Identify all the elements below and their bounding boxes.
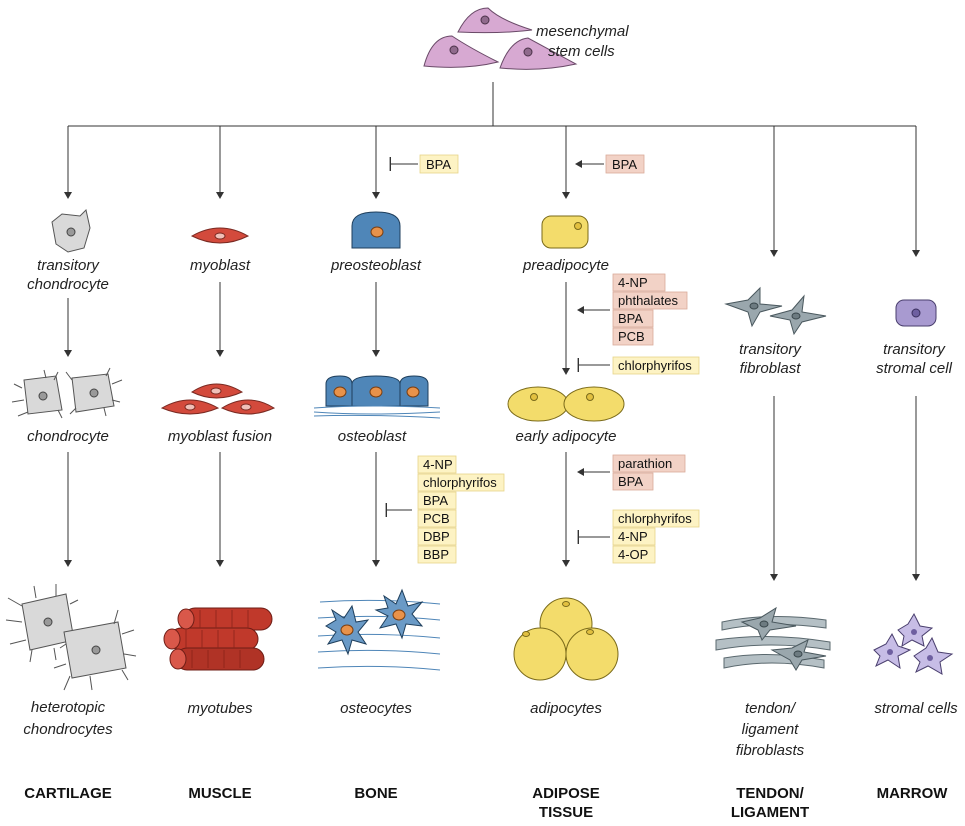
chem-label: 4-NP — [423, 457, 453, 472]
chem-label: chlorphyrifos — [423, 475, 497, 490]
chem-label: BPA — [618, 474, 643, 489]
transitory-fibroblast-label-2: fibroblast — [740, 360, 802, 377]
chem-adipose-mid-inhibit: chlorphyrifos — [612, 356, 700, 375]
myoblast-icon — [190, 227, 250, 244]
transitory-chondrocyte-icon — [51, 209, 91, 253]
chem-label: PCB — [618, 329, 645, 344]
chem-label: parathion — [618, 456, 672, 471]
osteocytes-icon — [317, 588, 441, 671]
transitory-stromal-cell-label: transitory — [883, 341, 946, 358]
tissue-muscle: MUSCLE — [188, 785, 251, 802]
transitory-fibroblast-label: transitory — [739, 341, 802, 358]
chem-label: BPA — [423, 493, 448, 508]
stem-cells-label-2: stem cells — [548, 43, 615, 60]
chem-label: phthalates — [618, 293, 678, 308]
chem-adipose-mid-promote: 4-NP phthalates BPA PCB — [612, 273, 688, 346]
tree-lines — [64, 82, 920, 581]
chem-label: PCB — [423, 511, 450, 526]
tissue-adipose-2: TISSUE — [539, 804, 593, 821]
tendon-fibroblasts-label-3: fibroblasts — [736, 742, 805, 759]
stem-cells-icon — [423, 7, 578, 70]
heterotopic-chondrocytes-label: heterotopic — [31, 699, 106, 716]
heterotopic-chondrocytes-icon — [5, 584, 137, 691]
stromal-cells-icon — [873, 612, 954, 675]
tissue-adipose: ADIPOSE — [532, 785, 600, 802]
transitory-stromal-cell-icon — [895, 299, 937, 327]
preadipocyte-icon — [541, 215, 589, 249]
myotubes-icon — [163, 607, 273, 671]
chem-bone-top: BPA — [419, 154, 459, 174]
chem-bone-mid-inhibit: 4-NP chlorphyrifos BPA PCB DBP BBP — [417, 455, 505, 564]
heterotopic-chondrocytes-label-2: chondrocytes — [23, 721, 113, 738]
chem-label: BBP — [423, 547, 449, 562]
myotubes-label: myotubes — [187, 700, 253, 717]
chem-label: chlorphyrifos — [618, 358, 692, 373]
early-adipocyte-label: early adipocyte — [516, 428, 617, 445]
chem-label: 4-NP — [618, 275, 648, 290]
osteoblast-icon — [313, 375, 441, 419]
chem-label: chlorphyrifos — [618, 511, 692, 526]
chemical-connectors — [385, 157, 610, 544]
myoblast-fusion-label: myoblast fusion — [168, 428, 272, 445]
transitory-chondrocyte-label-2: chondrocyte — [27, 276, 109, 293]
chem-label: BPA — [612, 157, 637, 172]
chem-label: 4-OP — [618, 547, 648, 562]
transitory-stromal-cell-label-2: stromal cell — [876, 360, 953, 377]
tissue-cartilage: CARTILAGE — [24, 785, 112, 802]
tissue-bone: BONE — [354, 785, 397, 802]
tissue-marrow: MARROW — [877, 785, 949, 802]
chondrocyte-icon — [11, 367, 123, 419]
tissue-tendon: TENDON/ — [736, 785, 804, 802]
tendon-fibroblasts-icon — [715, 606, 831, 671]
stem-cells-label: mesenchymal — [536, 23, 629, 40]
myoblast-fusion-icon — [160, 383, 276, 415]
osteocytes-label: osteocytes — [340, 700, 412, 717]
chem-label: BPA — [426, 157, 451, 172]
chondrocyte-label: chondrocyte — [27, 428, 109, 445]
adipocytes-label: adipocytes — [530, 700, 602, 717]
tendon-fibroblasts-label: tendon/ — [745, 700, 797, 717]
tissue-tendon-2: LIGAMENT — [731, 804, 809, 821]
adipocytes-icon — [513, 597, 619, 681]
transitory-fibroblast-icon — [724, 286, 827, 336]
chem-label: DBP — [423, 529, 450, 544]
stromal-cells-label: stromal cells — [874, 700, 958, 717]
preosteoblast-label: preosteoblast — [330, 257, 422, 274]
transitory-chondrocyte-label: transitory — [37, 257, 100, 274]
chem-adipose-low-inhibit: chlorphyrifos 4-NP 4-OP — [612, 509, 700, 564]
preadipocyte-label: preadipocyte — [522, 257, 609, 274]
chem-adipose-top: BPA — [605, 154, 645, 174]
osteoblast-label: osteoblast — [338, 428, 407, 445]
tendon-fibroblasts-label-2: ligament — [742, 721, 800, 738]
myoblast-label: myoblast — [190, 257, 251, 274]
chem-adipose-low-promote: parathion BPA — [612, 454, 686, 491]
preosteoblast-icon — [351, 211, 401, 249]
chem-label: BPA — [618, 311, 643, 326]
early-adipocyte-icon — [507, 386, 625, 422]
chem-label: 4-NP — [618, 529, 648, 544]
